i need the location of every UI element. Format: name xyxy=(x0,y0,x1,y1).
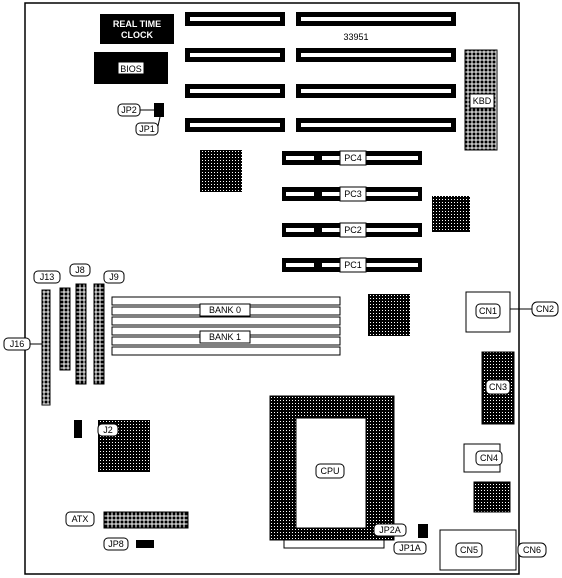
jp1a-label: JP1A xyxy=(399,543,421,553)
j13-header xyxy=(59,287,71,371)
jp2-jumper xyxy=(154,103,164,117)
bank0-label: BANK 0 xyxy=(209,305,241,315)
pc4-label: PC4 xyxy=(344,153,362,163)
rtc-label-1: REAL TIME xyxy=(113,19,161,29)
j16-header xyxy=(41,289,51,406)
isa-slots-left xyxy=(185,12,285,132)
chipset-1 xyxy=(200,150,242,192)
pc3-label: PC3 xyxy=(344,189,362,199)
j9-label: J9 xyxy=(109,272,119,282)
jp8-label: JP8 xyxy=(108,539,124,549)
cn3-label: CN3 xyxy=(489,382,507,392)
j2-header xyxy=(74,420,82,438)
cn2-label: CN2 xyxy=(536,304,554,314)
cpu-label: CPU xyxy=(320,466,339,476)
j9-header xyxy=(93,283,105,385)
bios-label: BIOS xyxy=(120,64,142,74)
atx-label: ATX xyxy=(72,514,89,524)
j16-label: J16 xyxy=(10,339,25,349)
j8-header xyxy=(75,283,87,385)
port-connector xyxy=(473,481,511,513)
isa-slots-right xyxy=(296,12,456,132)
jp2a-label: JP2A xyxy=(379,525,401,535)
pc2-label: PC2 xyxy=(344,225,362,235)
bank1-label: BANK 1 xyxy=(209,332,241,342)
j8-label: J8 xyxy=(75,265,85,275)
rtc-label-2: CLOCK xyxy=(121,30,153,40)
cn1-label: CN1 xyxy=(479,306,497,316)
j2-label: J2 xyxy=(103,425,113,435)
jp2-label: JP2 xyxy=(121,105,137,115)
atx-connector xyxy=(103,511,189,529)
chipset-3 xyxy=(368,294,410,336)
board-id-label: 33951 xyxy=(343,32,368,42)
cn6-label: CN6 xyxy=(523,545,541,555)
pc1-label: PC1 xyxy=(344,260,362,270)
cn5-label: CN5 xyxy=(460,545,478,555)
j13-label: J13 xyxy=(40,272,55,282)
jp1-label: JP1 xyxy=(139,124,155,134)
jp8-jumper xyxy=(136,540,154,548)
chipset-2 xyxy=(432,196,470,232)
rtc-chip xyxy=(100,14,174,44)
kbd-label: KBD xyxy=(473,96,492,106)
jp1-callout xyxy=(135,122,159,136)
cn4-label: CN4 xyxy=(480,453,498,463)
jp-jumpers xyxy=(418,524,428,538)
